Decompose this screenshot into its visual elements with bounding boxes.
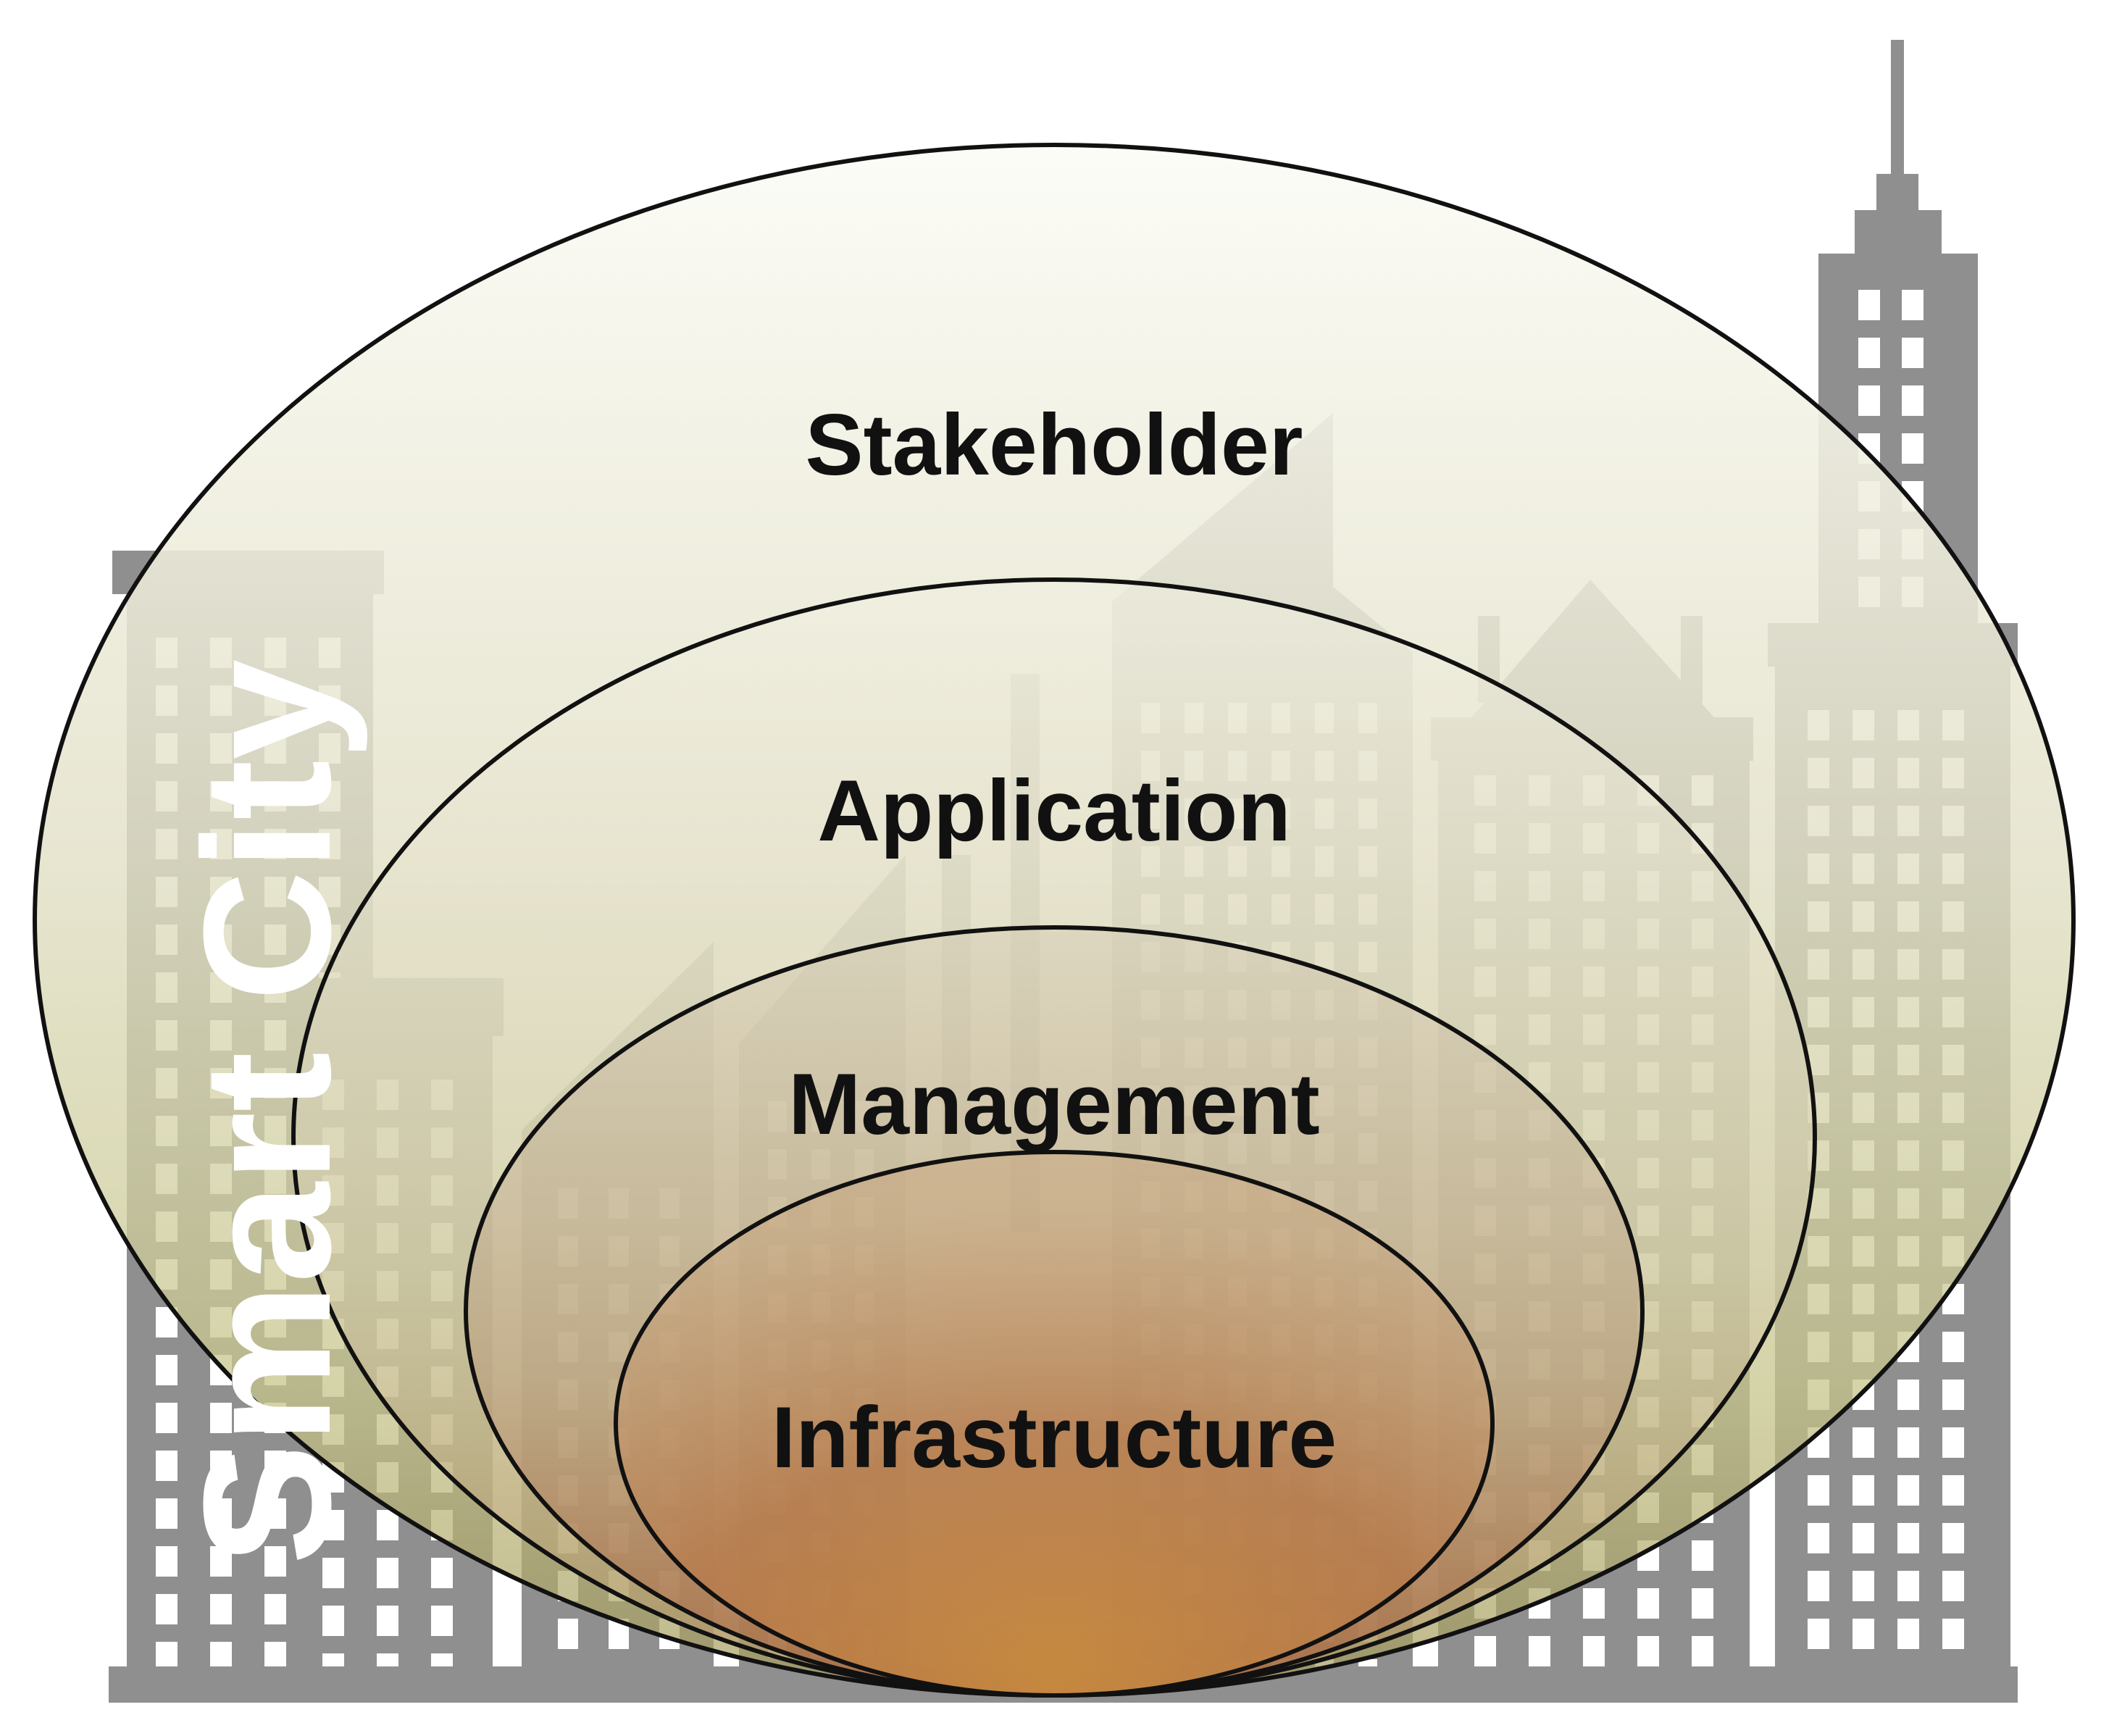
- building-window: [322, 1606, 344, 1636]
- building-window: [1897, 1427, 1919, 1458]
- building-window: [1692, 1588, 1713, 1619]
- building-window: [1942, 1475, 1964, 1506]
- building-window: [210, 1403, 232, 1433]
- building-window: [210, 1546, 232, 1577]
- building-window: [156, 1594, 177, 1624]
- building-window: [1474, 1636, 1496, 1666]
- building-window: [1897, 1619, 1919, 1649]
- tower-tip: [1876, 174, 1918, 210]
- building-window: [1692, 1540, 1713, 1571]
- stakeholder-label: Stakeholder: [806, 396, 1303, 493]
- building-window: [322, 1510, 344, 1540]
- building-window: [377, 1606, 398, 1636]
- building-window: [156, 1355, 177, 1385]
- building-window: [264, 1498, 286, 1529]
- building-window: [431, 1558, 453, 1588]
- building-window: [1692, 1636, 1713, 1666]
- building-window: [156, 1451, 177, 1481]
- building-window: [1902, 433, 1924, 464]
- building-window: [1942, 1523, 1964, 1553]
- building-window: [1853, 1475, 1874, 1506]
- building-window: [1902, 290, 1924, 320]
- building-window: [558, 1619, 578, 1649]
- building-window: [1902, 385, 1924, 416]
- smart-city-title: Smart City: [166, 659, 368, 1565]
- building-window: [1858, 385, 1880, 416]
- building-window: [1897, 1523, 1919, 1553]
- building-window: [156, 1546, 177, 1577]
- building-window: [264, 1594, 286, 1624]
- tower-antenna: [1891, 40, 1904, 185]
- tower-crown: [1855, 210, 1942, 254]
- building-window: [1942, 1619, 1964, 1649]
- building-window: [1637, 1588, 1659, 1619]
- building-window: [264, 1451, 286, 1481]
- infrastructure-label: Infrastructure: [772, 1389, 1337, 1486]
- building-window: [1808, 1523, 1829, 1553]
- building-window: [264, 1546, 286, 1577]
- building-window: [1808, 1619, 1829, 1649]
- building-window: [1808, 1475, 1829, 1506]
- infrastructure-ring: [614, 1150, 1495, 1698]
- building-window: [377, 1558, 398, 1588]
- building-window: [1942, 1332, 1964, 1362]
- building-window: [322, 1558, 344, 1588]
- building-window: [377, 1510, 398, 1540]
- building-window: [1637, 1636, 1659, 1666]
- building-window: [1853, 1571, 1874, 1601]
- building-window: [1897, 1571, 1919, 1601]
- building-window: [1897, 1475, 1919, 1506]
- building-window: [1858, 290, 1880, 320]
- building-window: [1583, 1588, 1605, 1619]
- building-window: [431, 1606, 453, 1636]
- building-window: [210, 1594, 232, 1624]
- building-window: [1853, 1523, 1874, 1553]
- building-window: [1858, 338, 1880, 368]
- building-window: [1529, 1636, 1550, 1666]
- building-window: [156, 1498, 177, 1529]
- building-window: [1897, 1380, 1919, 1410]
- application-label: Application: [817, 762, 1290, 859]
- building-window: [1942, 1571, 1964, 1601]
- building-window: [1942, 1427, 1964, 1458]
- building-window: [210, 1451, 232, 1481]
- building-window: [1942, 1380, 1964, 1410]
- layer-rings: [33, 143, 2076, 1698]
- building-window: [1853, 1619, 1874, 1649]
- building-window: [1902, 338, 1924, 368]
- building-window: [1853, 1427, 1874, 1458]
- building-window: [1808, 1571, 1829, 1601]
- building-window: [156, 1403, 177, 1433]
- building-window: [210, 1498, 232, 1529]
- building-window: [1583, 1636, 1605, 1666]
- management-label: Management: [788, 1056, 1319, 1153]
